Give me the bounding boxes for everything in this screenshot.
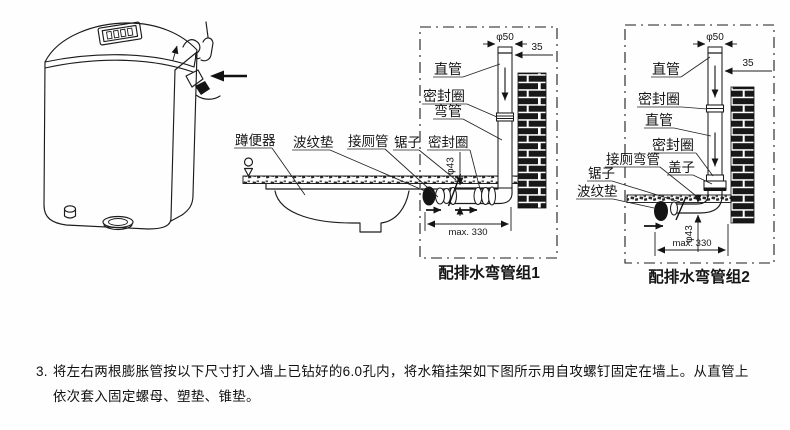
cistern-drawing <box>43 21 247 231</box>
bend-pipe-label: 弯管 <box>434 103 462 119</box>
diagram1-labels: 直管 密封圈 弯管 蹲便器 波纹垫 接厕管 锯子 密封圈 <box>234 61 503 198</box>
squat-pan-drawing <box>265 182 499 233</box>
dim-max330-2: max. 330 <box>672 238 711 249</box>
dim-phi50-1: φ50 <box>496 32 514 43</box>
saw-label: 锯子 <box>394 135 421 150</box>
seal-ring-row-label: 密封圈 <box>428 134 469 150</box>
diagram2-drain-assembly: φ50 35 φ43 max. 330 直管 密封圈 直管 密封圈 接厕弯管 <box>576 24 775 286</box>
dim-phi43-1: φ43 <box>446 157 457 175</box>
corrugated-gasket-label-2: 波纹垫 <box>577 184 618 199</box>
toilet-bend-pipe-label: 接厕弯管 <box>606 151 660 167</box>
inlet-outlet-fittings <box>63 205 134 231</box>
straight-pipe-upper-label: 直管 <box>652 61 680 77</box>
saw-cut-mark-2 <box>675 196 687 221</box>
floor-slab-1 <box>242 175 519 184</box>
wall-bricks-2 <box>730 86 755 224</box>
dim-35-1: 35 <box>531 42 543 53</box>
cover-rim <box>704 187 726 191</box>
cover-label: 盖子 <box>668 160 695 175</box>
diagram2-caption: 配排水弯管组2 <box>648 267 750 286</box>
straight-pipe-lower-label: 直管 <box>645 112 673 128</box>
rubber-gasket-2 <box>654 201 668 221</box>
dim-phi43-2: φ43 <box>684 225 695 243</box>
instruction-line-1: 将左右两根膨胀管按以下尺寸打入墙上已钻好的6.0孔内，将水箱挂架如下图所示用自攻… <box>52 364 749 379</box>
lid-up-arrow-icon <box>171 45 179 61</box>
diagram2-labels: 直管 密封圈 直管 密封圈 接厕弯管 盖子 锯子 波纹垫 <box>576 56 714 209</box>
diagram2-dimensions: φ50 35 φ43 max. 330 <box>654 32 772 256</box>
instruction-step-number: 3. <box>36 364 48 379</box>
seal-ring-label: 密封圈 <box>423 88 465 104</box>
anchor-screw-icon <box>243 157 254 177</box>
instruction-step-3: 3. 将左右两根膨胀管按以下尺寸打入墙上已钻好的6.0孔内，将水箱挂架如下图所示… <box>36 359 749 409</box>
instruction-line-2: 依次套入固定螺母、塑垫、锥垫。 <box>52 389 260 404</box>
straight-pipe-label: 直管 <box>434 61 462 77</box>
lock-tab <box>185 69 221 100</box>
saw-label-2: 锯子 <box>588 166 615 181</box>
toilet-connect-pipe-label: 接厕管 <box>348 133 389 149</box>
flush-button <box>97 21 143 46</box>
seal-ring-lower-label: 密封圈 <box>652 137 694 153</box>
squat-pan-label: 蹲便器 <box>235 133 276 148</box>
attach-arrow-icon <box>210 70 247 82</box>
diagram1-caption: 配排水弯管组1 <box>438 263 540 282</box>
dim-35-2: 35 <box>742 58 754 69</box>
dim-max330-1: max. 330 <box>448 227 487 238</box>
corrugated-gasket-label: 波纹垫 <box>293 135 334 150</box>
seal-ring-upper-label: 密封圈 <box>638 91 680 107</box>
diagram1-drain-assembly: φ50 35 φ43 max. 330 直管 密封圈 弯管 蹲便器 波纹垫 <box>234 26 558 282</box>
diagram1-dimensions: φ50 35 φ43 max. 330 <box>424 32 553 238</box>
wall-bricks-1 <box>517 72 547 209</box>
instruction-text: 将左右两根膨胀管按以下尺寸打入墙上已钻好的6.0孔内，将水箱挂架如下图所示用自攻… <box>53 359 749 409</box>
drain-pipe-2 <box>644 46 727 230</box>
hanger-hook <box>182 21 214 62</box>
dim-phi50-2: φ50 <box>706 32 724 43</box>
diagram2-border <box>624 24 775 264</box>
floor-slab-2 <box>626 194 732 203</box>
